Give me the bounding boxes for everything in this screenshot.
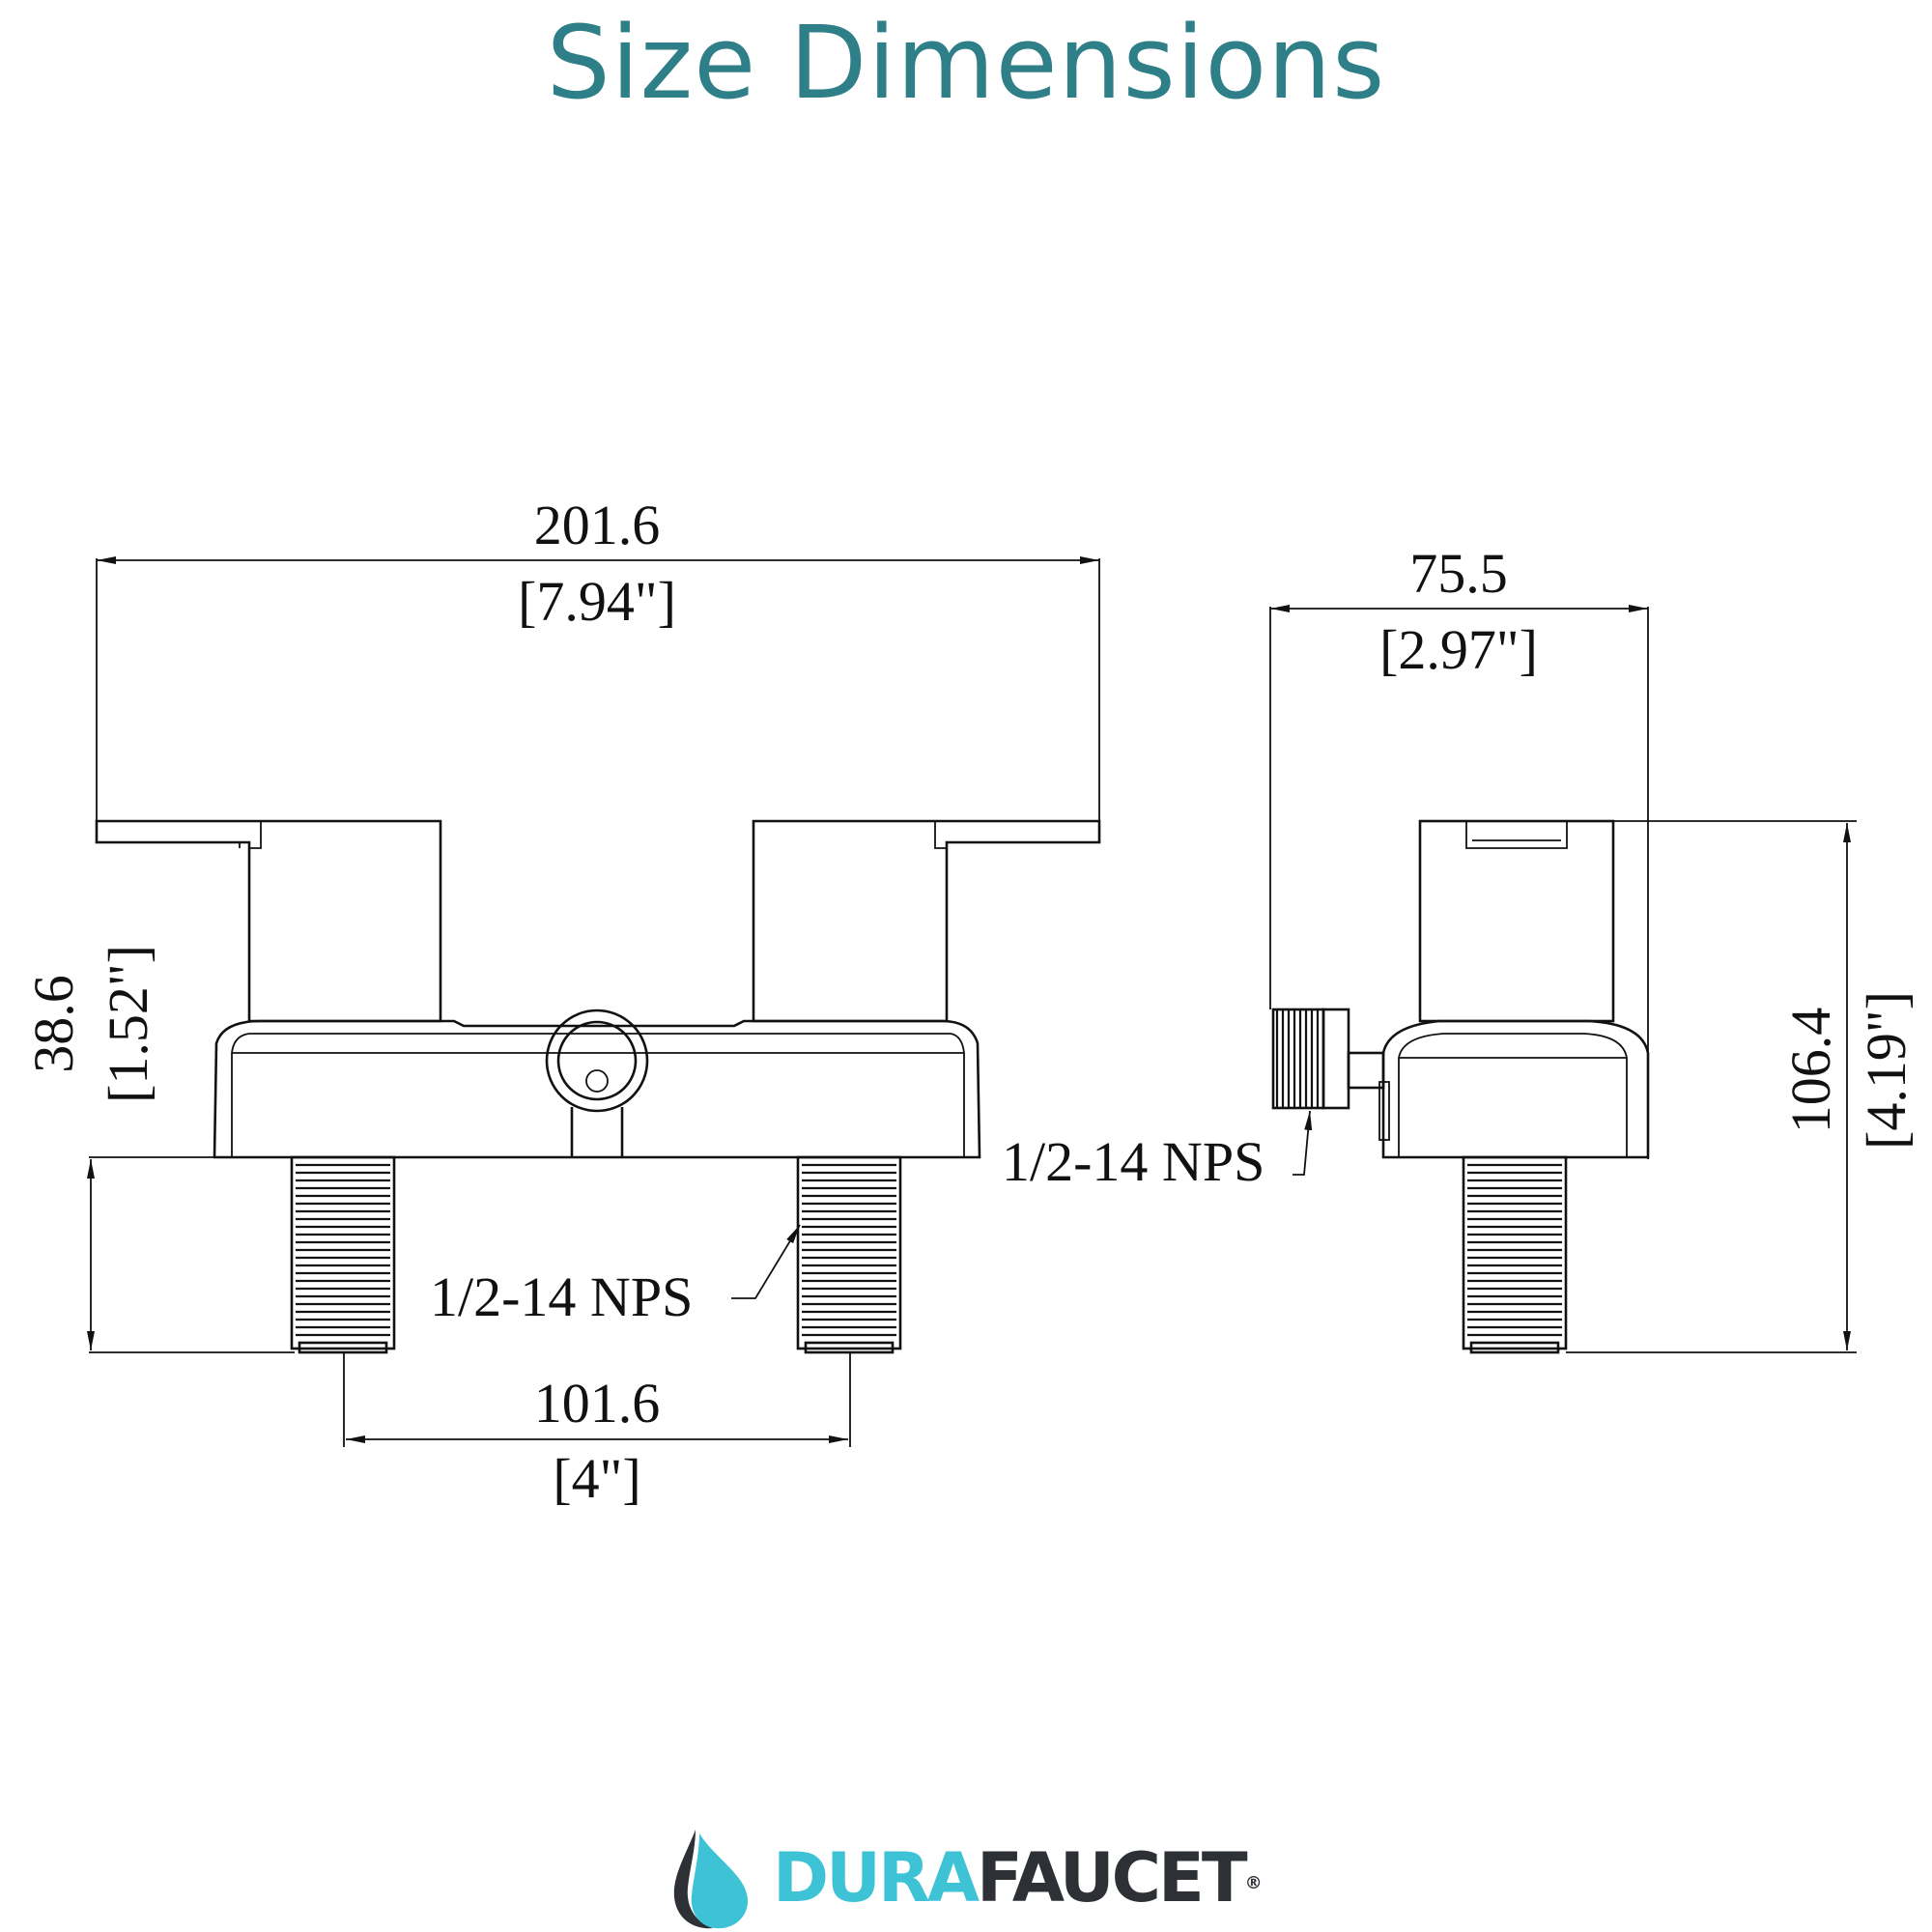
overall-width-mm: 201.6 bbox=[534, 494, 661, 556]
right-threaded-shank bbox=[796, 1155, 902, 1354]
depth-mm: 75.5 bbox=[1409, 542, 1508, 605]
thread-leader-line bbox=[731, 1224, 801, 1299]
spout-inner-ring bbox=[556, 1020, 638, 1101]
spout-neck bbox=[570, 1107, 624, 1157]
side-threaded-shank bbox=[1462, 1155, 1568, 1354]
brand-name-part1: DURA bbox=[773, 1838, 980, 1918]
side-base bbox=[1381, 1019, 1650, 1159]
faucet-base bbox=[213, 1019, 981, 1159]
spout-aerator bbox=[585, 1069, 609, 1093]
side-outlet-neck bbox=[1347, 1051, 1385, 1090]
handle-notch bbox=[934, 820, 956, 849]
base-height-in: [1.52"] bbox=[97, 945, 159, 1103]
center-spacing-mm: 101.6 bbox=[534, 1372, 661, 1435]
front-thread-label: 1/2-14 NPS bbox=[430, 1265, 693, 1328]
depth-in: [2.97"] bbox=[1379, 618, 1538, 681]
registered-mark: ® bbox=[1244, 1873, 1263, 1893]
left-threaded-shank bbox=[290, 1155, 396, 1354]
spout-outer-ring bbox=[545, 1009, 649, 1113]
side-outlet-stub bbox=[1378, 1081, 1390, 1141]
side-base-inner bbox=[1398, 1033, 1628, 1157]
page-title: Size Dimensions bbox=[546, 4, 1386, 122]
side-threaded-outlet bbox=[1271, 1008, 1325, 1110]
overall-width-in: [7.94"] bbox=[518, 570, 676, 633]
brand-logo: DURAFAUCET® bbox=[667, 1826, 1304, 1932]
height-in: [4.19"] bbox=[1855, 991, 1918, 1150]
side-thread-leader bbox=[1293, 1110, 1313, 1176]
height-mm: 106.4 bbox=[1779, 1008, 1842, 1134]
water-drop-icon bbox=[673, 1830, 748, 1929]
right-handle bbox=[752, 819, 1101, 1023]
front-view: 201.6 [7.94"] 38.6 [1.52"] bbox=[22, 494, 1101, 1510]
brand-name-part2: FAUCET bbox=[977, 1838, 1248, 1918]
handle-notch bbox=[240, 820, 262, 849]
side-handle bbox=[1418, 819, 1615, 1023]
side-view: 75.5 [2.97"] 1/2-14 NPS 106.4 [4. bbox=[1002, 542, 1918, 1354]
side-handle-notch bbox=[1465, 821, 1568, 849]
side-thread-label: 1/2-14 NPS bbox=[1002, 1130, 1264, 1193]
base-height-mm: 38.6 bbox=[22, 975, 85, 1073]
center-spacing-in: [4"] bbox=[553, 1447, 640, 1510]
brand-name: DURAFAUCET® bbox=[773, 1839, 1263, 1917]
side-outlet-collar bbox=[1321, 1008, 1350, 1110]
